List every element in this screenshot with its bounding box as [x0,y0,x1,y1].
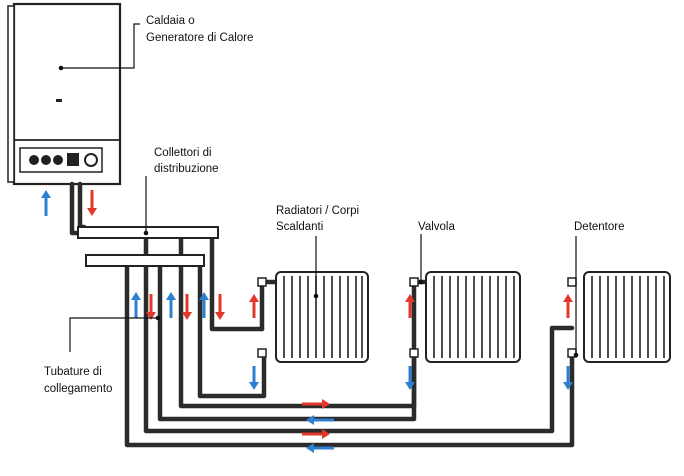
boiler-label-line-2: Generatore di Calore [146,32,253,44]
cold-flow-arrow [563,366,573,390]
radiators-label-line-2: Scaldanti [276,221,323,233]
distribution-manifolds [77,226,219,267]
manifolds-label-line-1: Collettori di [154,147,212,159]
radiators [257,271,671,363]
cold-flow-arrow [131,292,141,318]
valve-label: Valvola [418,221,455,233]
boiler [7,2,122,186]
flow-arrows [41,190,573,453]
pipes-callout-line [69,317,158,352]
boiler-knob [41,155,51,165]
boiler-callout-line [61,23,140,69]
cold-flow-arrow [249,366,259,390]
radiator-1-valve [257,277,267,287]
cold-flow-arrow [199,292,209,318]
boiler-indicator [56,99,62,102]
cold-flow-arrow [41,190,51,216]
pipes-label-line-2: collegamento [44,383,112,395]
radiator-2-valve [409,277,419,287]
cold-flow-arrow [306,443,334,453]
cold-flow-arrow [166,292,176,318]
radiator-3-valve [567,277,577,287]
cold-flow-arrow [405,366,415,390]
radiator-1 [257,271,369,363]
boiler-knob [53,155,63,165]
manifolds-label-line-2: distribuzione [154,163,219,175]
radiator-2 [409,271,521,363]
hot-flow-arrow [215,294,225,320]
callout-lines [61,23,577,355]
pipes-label-line-1: Tubature di [44,366,102,378]
boiler-gauge [84,153,98,167]
hot-flow-arrow [87,190,97,216]
hot-flow-arrow [146,294,156,320]
hot-flow-arrow [249,294,259,318]
cold-flow-arrow [306,415,334,425]
hot-flow-arrow [182,294,192,320]
hot-flow-arrow [302,429,330,439]
radiators-label-line-1: Radiatori / Corpi [276,205,359,217]
lockshield-label: Detentore [574,221,625,233]
radiator-3 [567,271,671,363]
boiler-label-line-1: Caldaia o [146,15,195,27]
radiator-1-lockshield [257,348,267,358]
labels: Caldaia o Generatore di Calore Collettor… [44,15,625,395]
boiler-display [67,153,79,166]
manifold-lower [85,254,205,267]
boiler-knob [29,155,39,165]
pipes-callout-dot [155,315,161,321]
hot-flow-arrow [302,399,330,409]
hot-flow-arrow [563,294,573,318]
hot-flow-arrow [405,294,415,318]
radiator-2-lockshield [409,348,419,358]
